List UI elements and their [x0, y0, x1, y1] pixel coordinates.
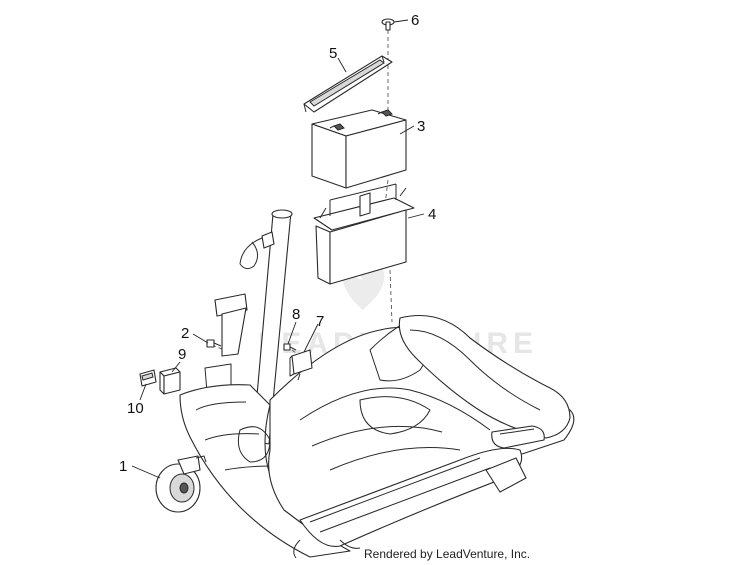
part-label-7: 7: [316, 313, 324, 330]
part-label-2: 2: [181, 325, 189, 342]
part-label-4: 4: [428, 206, 436, 223]
part-horn: [155, 455, 207, 513]
part-label-8: 8: [292, 306, 300, 323]
part-bolt-6: [381, 18, 395, 31]
part-screw-2: [206, 339, 222, 348]
scooter-frame-body: [179, 209, 575, 559]
part-label-9: 9: [178, 346, 186, 363]
part-label-1: 1: [119, 458, 127, 475]
part-label-5: 5: [329, 45, 337, 62]
part-relay-9: [159, 367, 181, 395]
part-battery-box: [313, 183, 415, 285]
part-connector-10: [139, 369, 157, 387]
part-battery: [311, 109, 407, 189]
part-label-3: 3: [417, 118, 425, 135]
part-label-6: 6: [411, 12, 419, 29]
leader-lines: [131, 19, 425, 479]
part-battery-strap: [303, 55, 393, 113]
render-credit: Rendered by LeadVenture, Inc.: [364, 547, 531, 561]
part-label-10: 10: [127, 400, 144, 417]
part-screw-8: [283, 343, 297, 351]
part-number-labels: 1 2 3 4 5 6 7 8 9 10: [119, 12, 436, 475]
